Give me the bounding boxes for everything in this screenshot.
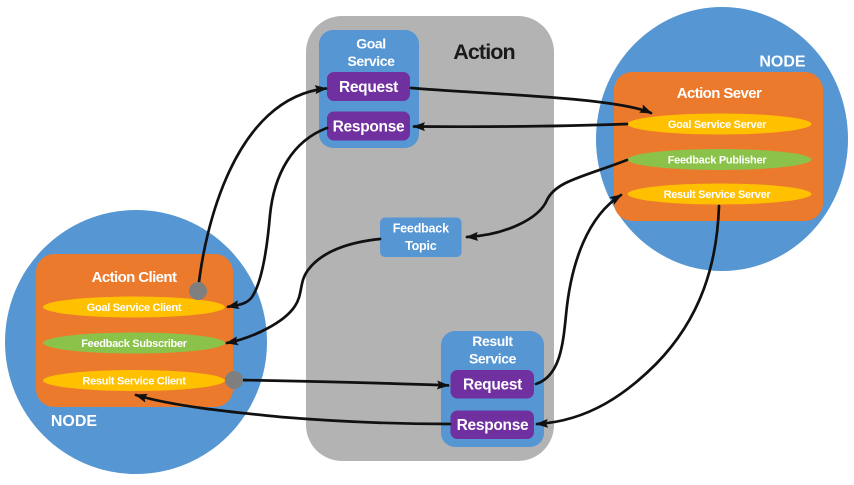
- svg-text:Response: Response: [333, 119, 405, 136]
- svg-text:Topic: Topic: [405, 239, 437, 253]
- svg-text:Goal Service Client: Goal Service Client: [87, 302, 182, 314]
- svg-text:Request: Request: [339, 79, 398, 96]
- svg-text:Service: Service: [469, 351, 517, 367]
- svg-text:Action: Action: [453, 40, 514, 64]
- svg-text:Goal Service Server: Goal Service Server: [668, 119, 767, 131]
- svg-text:Action Sever: Action Sever: [677, 85, 762, 102]
- svg-text:Response: Response: [457, 417, 529, 434]
- svg-text:Feedback: Feedback: [393, 222, 449, 236]
- svg-text:Result Service Server: Result Service Server: [664, 189, 772, 201]
- svg-text:Request: Request: [463, 377, 522, 394]
- svg-text:Action Client: Action Client: [92, 269, 177, 286]
- svg-text:Goal: Goal: [356, 36, 386, 52]
- svg-text:Result: Result: [472, 333, 513, 349]
- svg-text:Feedback Subscriber: Feedback Subscriber: [81, 338, 188, 350]
- svg-text:Feedback Publisher: Feedback Publisher: [668, 155, 768, 167]
- svg-text:Result Service Client: Result Service Client: [82, 376, 186, 388]
- svg-text:Service: Service: [347, 53, 395, 69]
- svg-text:NODE: NODE: [759, 54, 806, 71]
- svg-text:NODE: NODE: [51, 413, 98, 430]
